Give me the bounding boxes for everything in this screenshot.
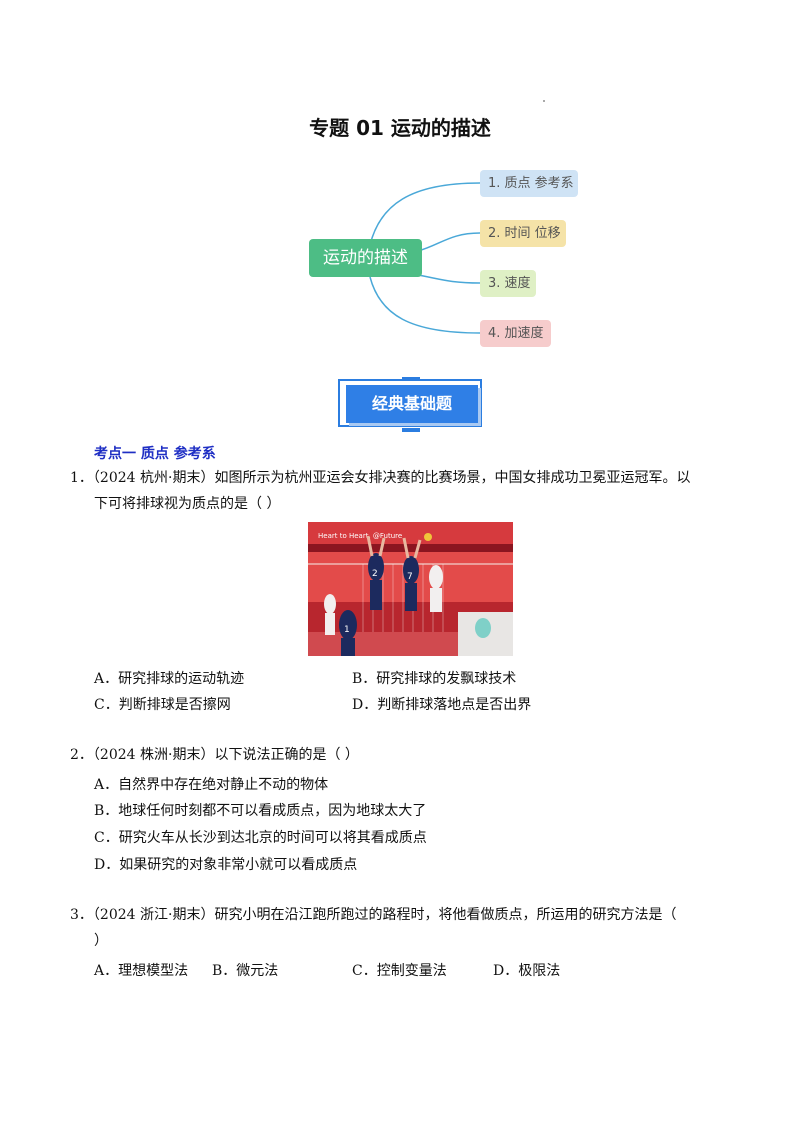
mind-map-node-3: 3. 速度 bbox=[480, 270, 536, 297]
q2-option-b: B．地球任何时刻都不可以看成质点，因为地球太大了 bbox=[94, 803, 427, 819]
section-title: 考点一 质点 参考系 bbox=[94, 446, 216, 462]
question-text: （2024 浙江·期末）研究小明在沿江跑所跑过的路程时，将他看做质点，所运用的研… bbox=[92, 907, 677, 923]
question-3-line-1: 3．（2024 浙江·期末）研究小明在沿江跑所跑过的路程时，将他看做质点，所运用… bbox=[70, 902, 676, 928]
q1-option-b: B．研究排球的发飘球技术 bbox=[352, 671, 517, 687]
q1-option-c: C．判断排球是否擦网 bbox=[94, 697, 231, 713]
question-text: （2024 株洲·期末）以下说法正确的是（ ） bbox=[92, 747, 359, 763]
q2-option-c: C．研究火车从长沙到达北京的时间可以将其看成质点 bbox=[94, 830, 427, 846]
question-2-line-1: 2．（2024 株洲·期末）以下说法正确的是（ ） bbox=[70, 742, 359, 768]
dot-mark bbox=[543, 100, 545, 102]
q2-option-d: D．如果研究的对象非常小就可以看成质点 bbox=[94, 857, 358, 873]
mind-map-node-1: 1. 质点 参考系 bbox=[480, 170, 578, 197]
q3-option-d: D．极限法 bbox=[493, 963, 561, 979]
mind-map: 运动的描述 1. 质点 参考系 2. 时间 位移 3. 速度 4. 加速度 bbox=[300, 165, 600, 355]
banner-top-tab bbox=[402, 377, 420, 381]
svg-text:1: 1 bbox=[344, 625, 350, 635]
mind-map-node-2: 2. 时间 位移 bbox=[480, 220, 566, 247]
question-1-line-2: 下可将排球视为质点的是（ ） bbox=[94, 496, 281, 512]
photo-banner-text: Heart to Heart, @Future bbox=[318, 532, 402, 540]
question-3-line-2: ） bbox=[94, 933, 108, 949]
svg-text:2: 2 bbox=[372, 569, 378, 579]
q1-option-a: A．研究排球的运动轨迹 bbox=[94, 671, 245, 687]
q3-option-c: C．控制变量法 bbox=[352, 963, 447, 979]
section-banner: 经典基础题 bbox=[338, 377, 486, 432]
question-1-line-1: 1．（2024 杭州·期末）如图所示为杭州亚运会女排决赛的比赛场景，中国女排成功… bbox=[70, 465, 690, 491]
q1-option-d: D．判断排球落地点是否出界 bbox=[352, 697, 532, 713]
question-number: 3． bbox=[70, 907, 93, 923]
banner-bottom-tab bbox=[402, 428, 420, 432]
banner-label: 经典基础题 bbox=[346, 385, 478, 423]
q3-option-a: A．理想模型法 bbox=[94, 963, 189, 979]
mind-map-node-4: 4. 加速度 bbox=[480, 320, 551, 347]
page-title: 专题 01 运动的描述 bbox=[309, 116, 491, 140]
q3-option-b: B．微元法 bbox=[212, 963, 279, 979]
question-text: （2024 杭州·期末）如图所示为杭州亚运会女排决赛的比赛场景，中国女排成功卫冕… bbox=[92, 470, 691, 486]
q2-option-a: A．自然界中存在绝对静止不动的物体 bbox=[94, 777, 329, 793]
mind-map-connectors bbox=[369, 182, 481, 334]
svg-text:7: 7 bbox=[407, 572, 413, 582]
volleyball-photo: Heart to Heart, @Future 2 7 1 bbox=[308, 522, 513, 656]
question-number: 2． bbox=[70, 747, 93, 763]
question-number: 1． bbox=[70, 470, 93, 486]
mind-map-center: 运动的描述 bbox=[309, 239, 422, 277]
